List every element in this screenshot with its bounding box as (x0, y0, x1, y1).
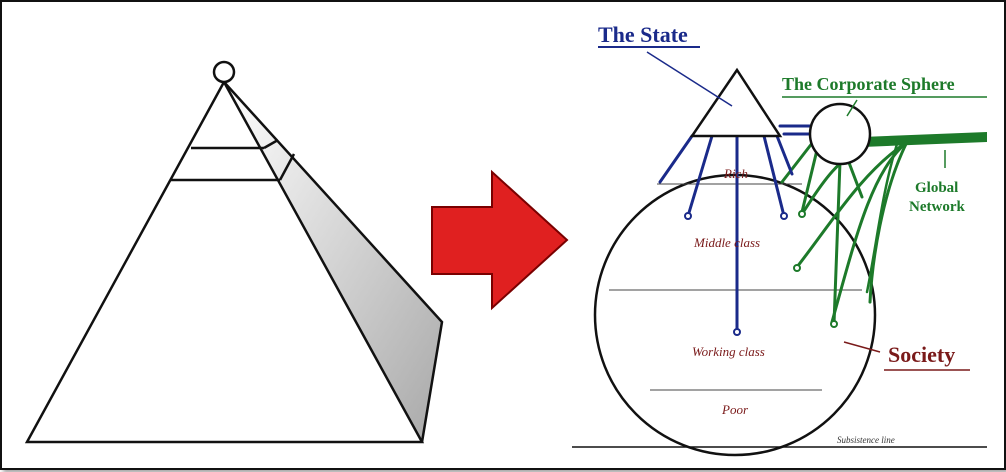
network-strand-3 (795, 140, 909, 269)
pyramid-tier-side-1 (263, 138, 279, 150)
corporate-sphere-label: The Corporate Sphere (782, 74, 955, 94)
pyramid-shadow-face (224, 82, 442, 442)
endpoint-dot (830, 320, 838, 328)
traditional-pyramid (24, 60, 444, 444)
class-label-poor: Poor (721, 402, 749, 417)
class-label-middle: Middle class (693, 235, 760, 250)
pyramid-tier-side-2 (278, 153, 296, 181)
state-link-2 (686, 134, 714, 218)
state-leader-line (646, 51, 733, 107)
subsistence-line-label: Subsistence line (837, 435, 895, 445)
state-link-1 (658, 134, 694, 184)
transition-arrow (431, 169, 569, 311)
endpoint-dot (793, 264, 801, 272)
global-network-band (862, 132, 987, 147)
corporate-tie-3 (832, 160, 842, 326)
state-link-5 (775, 134, 794, 176)
class-label-rich: Rich (723, 166, 748, 181)
endpoint-dot (684, 212, 692, 220)
pyramid-apex-circle (212, 60, 236, 84)
state-links (658, 124, 814, 334)
state-triangle (689, 67, 783, 138)
corporate-tie-1 (780, 140, 815, 184)
link-endpoints (684, 210, 838, 336)
global-network-label-line2: Network (909, 199, 965, 215)
endpoint-dot (780, 212, 788, 220)
society-circle (593, 173, 877, 457)
corporate-sphere-circle (808, 102, 872, 166)
corporate-leader-line (846, 99, 858, 117)
pyramid-side-edge (223, 81, 444, 443)
society-label: Society (888, 342, 955, 367)
pyramid-front-face (24, 79, 425, 444)
endpoint-dot (733, 328, 741, 336)
society-model: The State The Corporate Sphere Global Ne… (572, 22, 987, 457)
endpoint-dot (798, 210, 806, 218)
network-strand-5 (865, 142, 899, 294)
state-label: The State (598, 22, 688, 47)
class-label-working: Working class (692, 344, 765, 359)
corporate-tie-4 (846, 158, 864, 199)
global-network-label-line1: Global (915, 180, 958, 196)
state-link-4 (762, 134, 786, 218)
corporate-tie-2 (800, 148, 819, 214)
global-network (780, 132, 987, 326)
society-leader-line (843, 341, 881, 353)
